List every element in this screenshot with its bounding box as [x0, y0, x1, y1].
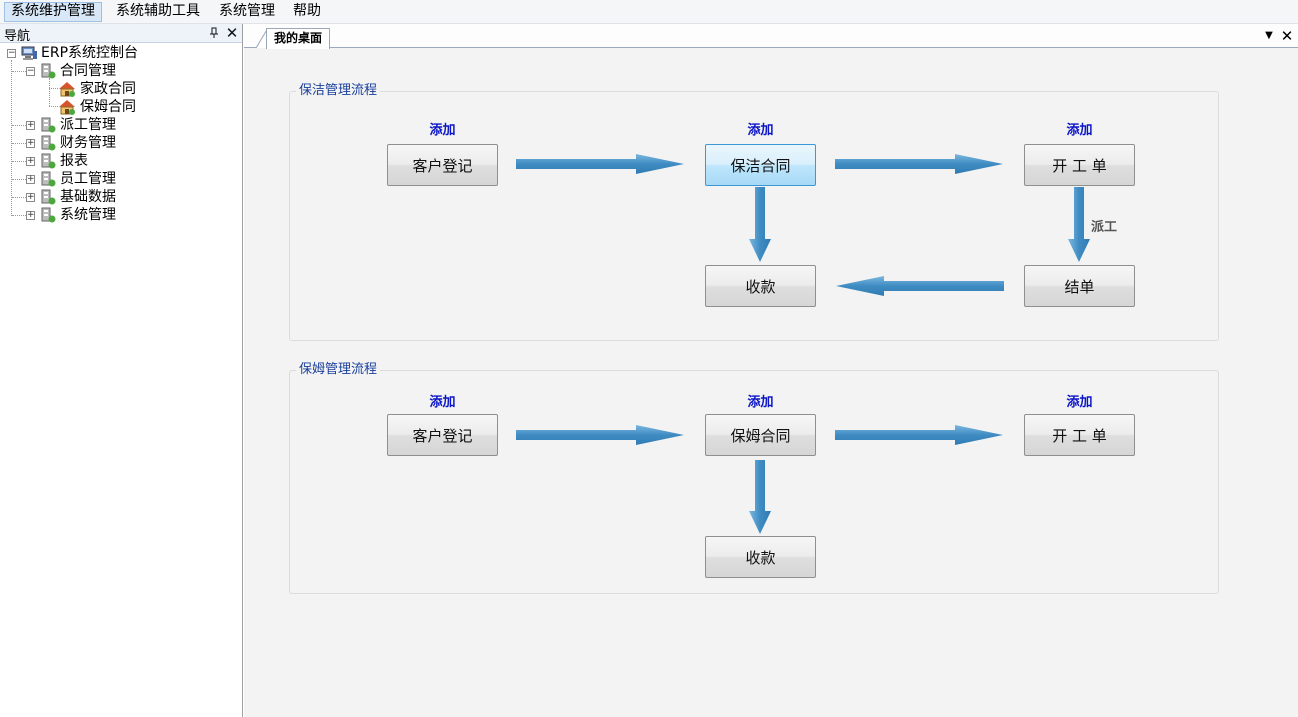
tree-line [12, 125, 26, 126]
tree-line [12, 197, 26, 198]
tree-line [12, 143, 26, 144]
expand-icon[interactable]: + [26, 138, 35, 148]
nav-header: 导航 ✕ [0, 24, 242, 44]
menu-system-maintenance[interactable]: 系统维护管理 [4, 2, 102, 22]
nanny-flow-group: 保姆管理流程 [289, 361, 1219, 594]
menu-system-management[interactable]: 系统管理 [219, 3, 275, 19]
expand-icon[interactable]: + [26, 120, 35, 130]
tab-my-desktop[interactable]: 我的桌面 [266, 28, 330, 49]
nanny-payment-button[interactable]: 收款 [705, 536, 816, 578]
cleaning-flow-title: 保洁管理流程 [296, 82, 381, 100]
tree-item-label: 保姆合同 [80, 99, 136, 115]
close-icon[interactable]: ✕ [1280, 27, 1294, 45]
nanny-work-order-button[interactable]: 开 工 单 [1024, 414, 1135, 456]
cleaning-register-button[interactable]: 客户登记 [387, 144, 498, 186]
tree-item-system-management[interactable]: + 系统管理 [0, 206, 240, 224]
tree-line [49, 88, 58, 89]
arrow-right [516, 154, 684, 174]
tree-line [12, 161, 26, 162]
nanny-contract-button[interactable]: 保姆合同 [705, 414, 816, 456]
collapse-icon[interactable]: − [26, 66, 35, 76]
module-icon [39, 117, 57, 133]
tree-item-contract-management[interactable]: − 合同管理 [0, 62, 240, 80]
add-link-contract[interactable]: 添加 [747, 395, 774, 410]
module-icon [39, 207, 57, 223]
arrow-down [749, 187, 771, 262]
tree-item-label: 系统管理 [60, 207, 116, 223]
menu-help[interactable]: 帮助 [293, 3, 321, 19]
nanny-flow-title: 保姆管理流程 [296, 361, 381, 379]
module-icon [39, 189, 57, 205]
tab-dropdown-icon[interactable]: ▼ [1265, 30, 1273, 41]
tree-item-dispatch-management[interactable]: + 派工管理 [0, 116, 240, 134]
tree-item-label: 员工管理 [60, 171, 116, 187]
tree-item-reports[interactable]: + 报表 [0, 152, 240, 170]
tree-root-erp-console[interactable]: − ERP系统控制台 [0, 44, 240, 62]
flow-arrows [516, 154, 1090, 534]
expand-icon[interactable]: + [26, 156, 35, 166]
tree-item-staff-management[interactable]: + 员工管理 [0, 170, 240, 188]
tree-line [49, 78, 50, 106]
add-link-register[interactable]: 添加 [429, 123, 456, 138]
tree-item-base-data[interactable]: + 基础数据 [0, 188, 240, 206]
collapse-icon[interactable]: − [7, 48, 16, 58]
tree-root-label: ERP系统控制台 [41, 45, 139, 61]
pin-icon[interactable] [207, 24, 221, 42]
tree-line [12, 179, 26, 180]
add-link-work-order[interactable]: 添加 [1066, 395, 1093, 410]
module-icon [39, 63, 57, 79]
cleaning-settle-button[interactable]: 结单 [1024, 265, 1135, 307]
add-link-work-order[interactable]: 添加 [1066, 123, 1093, 138]
tree-item-label: 派工管理 [60, 117, 116, 133]
module-icon [39, 135, 57, 151]
tree-item-label: 家政合同 [80, 81, 136, 97]
arrow-right [516, 425, 684, 445]
nav-title: 导航 [4, 29, 31, 44]
expand-icon[interactable]: + [26, 174, 35, 184]
close-icon[interactable]: ✕ [225, 24, 239, 42]
tree-item-label: 基础数据 [60, 189, 116, 205]
tree-line [12, 71, 26, 72]
cleaning-work-order-button[interactable]: 开 工 单 [1024, 144, 1135, 186]
house-icon [58, 81, 76, 97]
nanny-register-button[interactable]: 客户登记 [387, 414, 498, 456]
module-icon [39, 153, 57, 169]
menu-bar: 系统维护管理 系统辅助工具 系统管理 帮助 [0, 0, 1298, 24]
tree-item-label: 财务管理 [60, 135, 116, 151]
computer-icon [20, 45, 38, 61]
tree-item-housekeeping-contract[interactable]: 家政合同 [0, 80, 240, 98]
add-link-contract[interactable]: 添加 [747, 123, 774, 138]
add-link-register[interactable]: 添加 [429, 395, 456, 410]
tree-item-label: 合同管理 [60, 63, 116, 79]
tree-item-nanny-contract[interactable]: 保姆合同 [0, 98, 240, 116]
tab-strip: 我的桌面 ▼ ✕ [244, 24, 1298, 49]
expand-icon[interactable]: + [26, 210, 35, 220]
arrow-down [749, 460, 771, 534]
house-icon [58, 99, 76, 115]
tree-item-label: 报表 [60, 153, 88, 169]
cleaning-contract-button[interactable]: 保洁合同 [705, 144, 816, 186]
navigation-panel: 导航 ✕ − ERP系统控制台 − [0, 24, 243, 717]
tree-line [12, 215, 26, 216]
tree-line [11, 60, 12, 216]
arrow-right [835, 154, 1003, 174]
arrow-right [835, 425, 1003, 445]
tree-line [49, 106, 58, 107]
module-icon [39, 171, 57, 187]
tree-item-finance-management[interactable]: + 财务管理 [0, 134, 240, 152]
expand-icon[interactable]: + [26, 192, 35, 202]
document-area: 我的桌面 ▼ ✕ 保洁管理流程 保姆管理流程 [244, 24, 1298, 717]
arrow-down [1068, 187, 1090, 262]
menu-system-tools[interactable]: 系统辅助工具 [116, 3, 200, 19]
dispatch-label: 派工 [1091, 220, 1118, 235]
cleaning-payment-button[interactable]: 收款 [705, 265, 816, 307]
arrow-left [836, 276, 1004, 296]
